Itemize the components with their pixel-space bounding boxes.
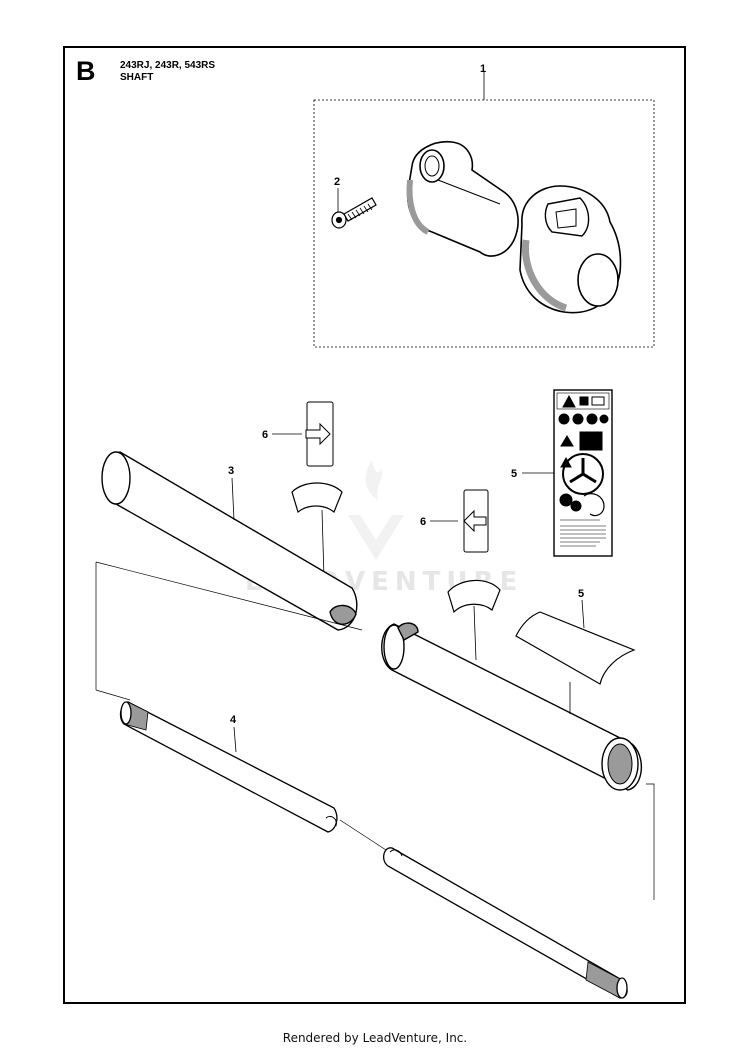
- diagram-frame: [63, 46, 686, 1004]
- callout-2: 2: [334, 176, 340, 188]
- part-5-shield-strip: [515, 599, 636, 685]
- callout-5-strip: 5: [578, 588, 584, 600]
- part-5-warning-label: [522, 389, 613, 557]
- callout-6-upper: 6: [262, 429, 268, 441]
- part-4-drive-shaft: [119, 701, 628, 999]
- diagram-title: SHAFT: [120, 72, 154, 83]
- callout-3: 3: [228, 465, 234, 477]
- part-6-decal-lower: [430, 489, 489, 553]
- model-list: 243RJ, 243R, 543RS: [120, 60, 216, 71]
- callout-5-label: 5: [511, 468, 517, 480]
- part-2-screw: [331, 188, 377, 229]
- callout-4: 4: [230, 714, 237, 726]
- assembly-guide-lines: [95, 561, 655, 900]
- part-6-decal-upper: [272, 401, 334, 467]
- footer-credit: Rendered by LeadVenture, Inc.: [282, 1031, 468, 1045]
- part-3-tube: [101, 451, 643, 791]
- callout-6-lower: 6: [420, 516, 426, 528]
- part-1-handle-clamp: [406, 141, 622, 314]
- section-letter: B: [76, 56, 96, 86]
- callout-1: 1: [480, 63, 486, 75]
- kit-1-group: [313, 72, 655, 348]
- watermark-logo: [348, 460, 404, 560]
- tube-sleeve-lower: [447, 579, 501, 661]
